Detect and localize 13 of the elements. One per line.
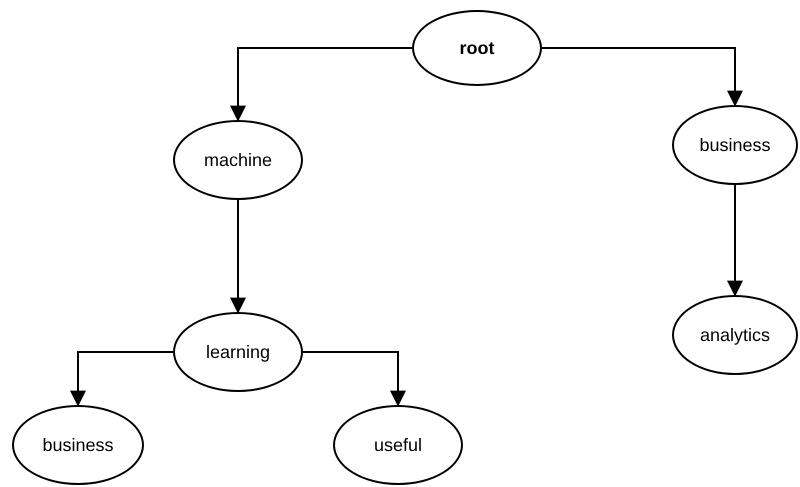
arrow <box>727 185 743 297</box>
node-label: machine <box>204 150 272 170</box>
node-label: business <box>699 134 771 156</box>
node-label: analytics <box>700 324 770 346</box>
arrow <box>70 351 173 407</box>
arrow <box>230 47 412 122</box>
node-label: business <box>42 434 114 456</box>
node-label: learning <box>206 342 270 362</box>
node-label: useful <box>374 434 422 456</box>
arrow <box>303 351 406 407</box>
node-label: root <box>460 38 494 58</box>
arrow <box>542 47 743 107</box>
arrow <box>230 200 246 314</box>
